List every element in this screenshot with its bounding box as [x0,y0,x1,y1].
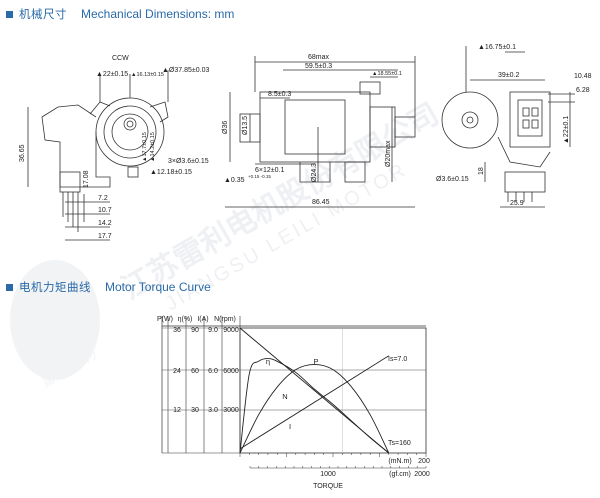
P_ticks-tick-0: 36 [173,327,181,334]
left-dim-36-65: 36.65 [19,144,26,162]
right-dim-3-6: Ø3.6±0.15 [436,176,469,183]
eta_ticks-tick-0: 90 [191,327,199,334]
left-dim-7-2: 7.2 [98,195,108,202]
left-dim-22: ▲22±0.15 [96,71,128,78]
left-dim-v1: ▲17.7±0.15 [142,132,148,162]
I_ticks-tick-0: 9.0 [208,327,218,334]
mechanical-drawing: CCW ▲22±0.15 ▲16.13±0.15 ▲Ø37.85±0.03 ▲1… [19,44,592,241]
axis-header-1: η(%) [178,316,193,323]
series-label-1: P [313,357,318,366]
left-dim-12-18: ▲12.18±0.15 [150,169,192,176]
series-0-curve [239,358,390,454]
eta_ticks-tick-1: 60 [191,368,199,375]
side-dim-24-3: Ø24.3 [311,163,318,182]
P_ticks-tick-1: 24 [173,368,181,375]
right-dim-39: 39±0.2 [498,72,519,79]
side-dim-6x12: 6×12±0.1 [255,167,284,174]
side-dim-59-5: 59.5±0.3 [305,63,332,70]
I_ticks-tick-1: 6.0 [208,368,218,375]
side-dim-13-5: Ø13.5 [242,116,249,135]
series-label-3: I [289,422,291,431]
left-dim-holes: 3×Ø3.6±0.15 [168,158,209,165]
torque-title-en: Motor Torque Curve [105,280,211,294]
section-header-dimensions: 机械尺寸 Mechanical Dimensions: mm [6,6,234,22]
N_ticks-tick-2: 3000 [223,407,239,414]
x-axis-label: TORQUE [313,483,343,490]
P_ticks-tick-2: 12 [173,407,181,414]
gfcm-tick-1000: 1000 [320,471,336,478]
bullet-square-icon [6,283,13,291]
dimensions-title-en: Mechanical Dimensions: mm [81,7,235,21]
left-dim-10-7: 10.7 [98,207,112,214]
left-dim-v2: ▲14.2±0.15 [150,132,156,162]
N_ticks-tick-1: 6000 [223,368,239,375]
bullet-square-icon [6,10,13,18]
side-dim-86-45: 86.45 [312,199,330,206]
mnm-unit-label: (mN.m) [388,458,411,465]
axis-header-3: N(rpm) [214,316,236,323]
side-dim-18-55: ▲18.55±0.1 [372,71,402,77]
torque-curve-chart: P(W) η(%) I(A) N(rpm) 36 24 12 90 60 30 9.0 6.0 3.0 9… [157,316,430,490]
right-view-drawing [441,46,575,208]
eta_ticks-tick-2: 30 [191,407,199,414]
series-3-curve [239,355,390,450]
right-dim-16-75: ▲16.75±0.1 [478,44,516,51]
section-header-torque: 电机力矩曲线 Motor Torque Curve [6,279,211,295]
left-dim-17-7: 17.7 [98,233,112,240]
left-dim-17-08: 17.08 [83,170,90,188]
right-dim-18: 18 [478,167,485,175]
side-dim-0-35: ▲0.35 [224,177,245,184]
mnm-tick-200: 200 [418,458,430,465]
left-dim-14-2: 14.2 [98,220,112,227]
left-view-drawing [27,70,169,241]
right-dim-22: ▲22±0.1 [563,116,570,144]
N_ticks-tick-0: 9000 [223,327,239,334]
side-dim-0-35-tol: +0.15 -0.15 [248,174,271,179]
left-dim-16-13: ▲16.13±0.15 [131,72,164,78]
gfcm-unit-label: (gf.cm) [389,471,411,478]
side-dim-36: Ø36 [222,121,229,134]
axis-header-0: P(W) [157,316,173,323]
side-dim-20: Ø20max [385,140,392,167]
dimensions-title-cn: 机械尺寸 [19,7,67,21]
right-dim-6-28: 6.28 [576,87,590,94]
gfcm-tick-2000: 2000 [414,471,430,478]
side-dim-68max: 68max [308,54,330,61]
side-view-drawing [225,56,416,208]
ts-annotation: Ts=160 [388,440,411,447]
left-ccw-label: CCW [112,55,129,62]
torque-title-cn: 电机力矩曲线 [19,280,91,294]
right-dim-10-48: 10.48 [574,73,592,80]
axis-header-2: I(A) [197,316,208,323]
I_ticks-tick-2: 3.0 [208,407,218,414]
series-label-2: N [282,392,287,401]
right-dim-25-9: 25.9 [510,200,524,207]
side-dim-8-5: 8.5±0.3 [268,91,291,98]
series-2-curve [239,327,390,454]
series-label-0: η [266,357,270,366]
series-1-curve [239,364,390,454]
is-annotation: Is=7.0 [388,356,407,363]
left-dim-37-85: ▲Ø37.85±0.03 [162,67,209,74]
